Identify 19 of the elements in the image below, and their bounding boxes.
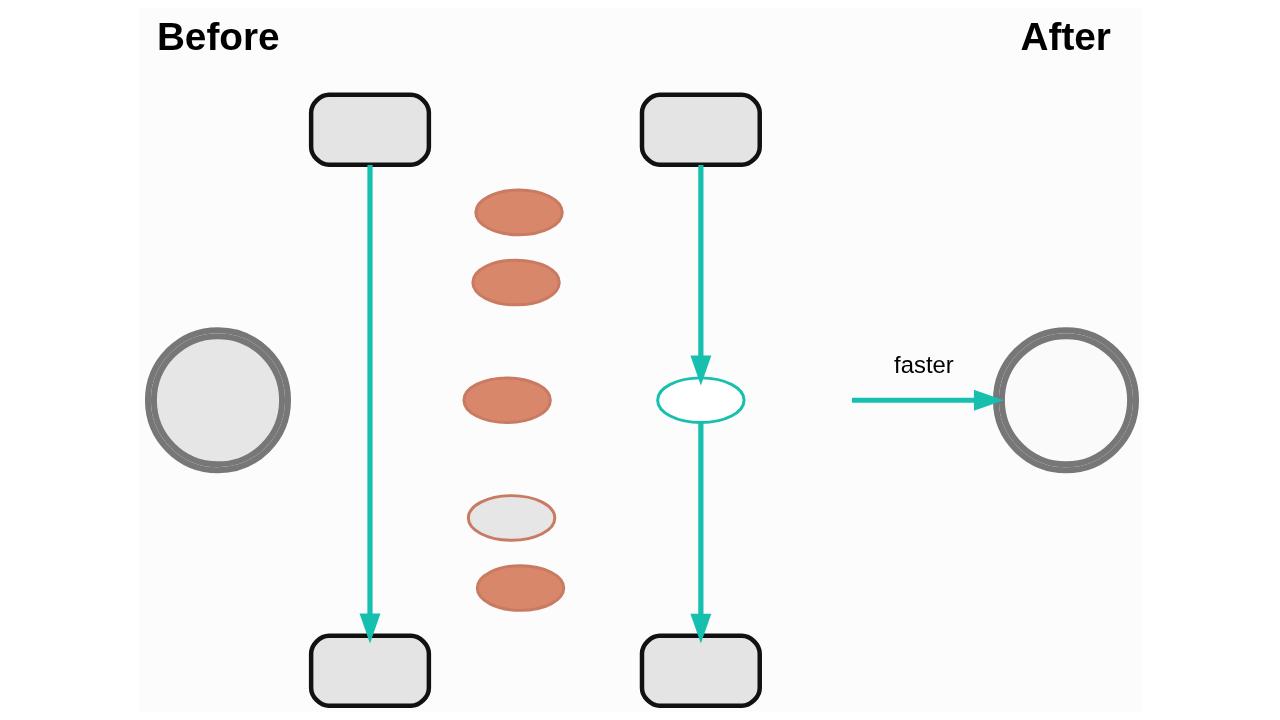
node-bubble <box>639 633 762 708</box>
node-clock <box>992 327 1139 474</box>
edge-label: faster <box>893 351 954 379</box>
arrow <box>689 165 711 386</box>
node-cloud <box>470 258 561 307</box>
node-cloud <box>655 376 746 425</box>
arrow <box>689 422 711 644</box>
node-bubble <box>308 92 431 167</box>
node-cloud <box>461 376 552 425</box>
node-cloud <box>475 564 565 612</box>
label: After <box>1020 14 1111 58</box>
node-bubble <box>639 92 762 167</box>
arrow <box>359 165 380 644</box>
node-cloud <box>473 188 564 237</box>
node-clock <box>144 327 291 474</box>
node-bubble <box>308 633 431 708</box>
label: Before <box>156 14 280 58</box>
node-cloud <box>466 494 556 542</box>
arrow <box>851 389 1004 411</box>
